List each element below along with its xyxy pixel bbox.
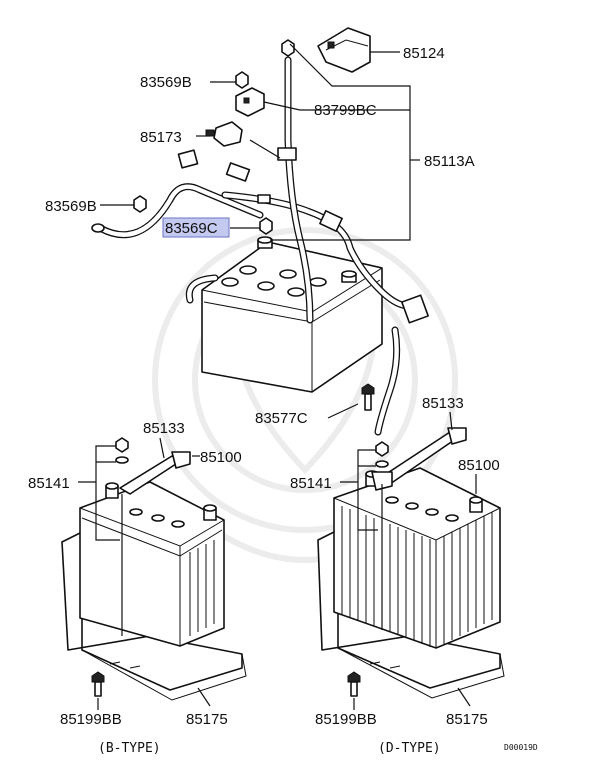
top-leaders [100, 43, 420, 419]
label-d-85141: 85141 [290, 475, 332, 492]
label-83577C: 83577C [255, 410, 308, 427]
label-83569B-top: 83569B [140, 74, 192, 91]
label-83569C: 83569C [165, 220, 218, 237]
label-83799BC: 83799BC [314, 102, 377, 119]
caption-b-type: (B-TYPE) [98, 741, 161, 756]
diagram-code: D00019D [504, 743, 538, 752]
top-small-parts [133, 27, 375, 411]
label-b-85175: 85175 [186, 711, 228, 728]
label-b-85100: 85100 [200, 449, 242, 466]
label-85124: 85124 [403, 45, 445, 62]
d-type-battery [317, 427, 505, 699]
label-83569B-left: 83569B [45, 198, 97, 215]
label-b-85133: 85133 [143, 420, 185, 437]
label-d-85175: 85175 [446, 711, 488, 728]
label-b-85199BB: 85199BB [60, 711, 122, 728]
label-d-85199BB: 85199BB [315, 711, 377, 728]
label-d-85133: 85133 [422, 395, 464, 412]
caption-d-type: (D-TYPE) [378, 741, 441, 756]
b-type-leaders [78, 437, 211, 710]
label-d-85100: 85100 [458, 457, 500, 474]
d-type-leaders [340, 411, 477, 710]
top-battery [201, 236, 383, 393]
highlight-83569C [162, 217, 230, 238]
label-85113A: 85113A [424, 153, 475, 170]
label-b-85141: 85141 [28, 475, 70, 492]
b-type-battery [61, 437, 247, 701]
label-85173: 85173 [140, 129, 182, 146]
